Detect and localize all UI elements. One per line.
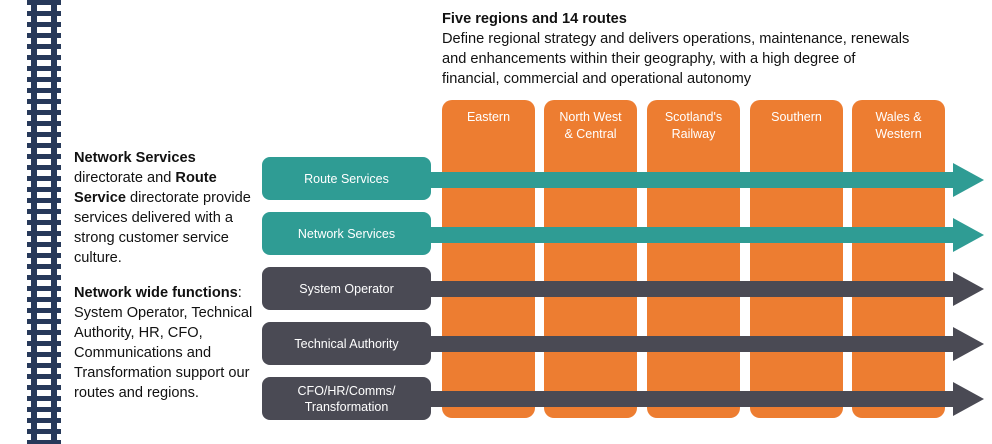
services-text-2: directorate provide services delivered w… [74,190,251,266]
region-eastern: Eastern [442,100,535,418]
region-southern: Southern [750,100,843,418]
region-label-line-1: Eastern [466,110,511,124]
region-label-line-1: Wales & [875,110,922,124]
services-bold-1: Network Services [74,150,196,166]
header-line-3: financial, commercial and operational au… [442,71,752,87]
header-line-1: Define regional strategy and delivers op… [442,31,910,47]
function-label-line-1: CFO/HR/Comms/ [297,383,396,398]
region-label-line-2: Railway [671,127,716,141]
arrow-technical-authority [420,327,984,361]
function-label-line-2: Transformation [304,399,389,414]
function-cfo-hr-comms-transformation: CFO/HR/Comms/ Transformation [262,377,431,420]
services-paragraph: Network Services directorate and Route S… [74,148,264,268]
functions-bold: Network wide functions [74,285,238,301]
function-route-services: Route Services [262,157,431,200]
header-line-2: and enhancements within their geography,… [442,51,856,67]
region-north-west-central: North West & Central [544,100,637,418]
functions-paragraph: Network wide functions: System Operator,… [74,283,264,403]
function-system-operator: System Operator [262,267,431,310]
arrow-network-services [420,218,984,252]
services-text-1: directorate and [74,170,176,186]
region-label-line-1: Southern [771,110,822,124]
arrow-system-operator [420,272,984,306]
function-label-line-1: Network Services [297,226,396,241]
railway-track-icon [27,0,61,444]
track-rail-right [51,0,57,444]
function-label-line-1: Route Services [304,171,389,186]
region-wales-western: Wales & Western [852,100,945,418]
functions-text: : System Operator, Technical Authority, … [74,285,253,401]
function-label-line-1: System Operator [299,281,394,296]
track-rail-left [31,0,37,444]
arrow-cfo-hr-comms [420,382,984,416]
arrow-route-services [420,163,984,197]
region-label-line-2: & Central [564,127,617,141]
function-network-services: Network Services [262,212,431,255]
region-label-line-1: Scotland's [664,110,723,124]
services-bold-2: Route Service [74,170,217,206]
function-technical-authority: Technical Authority [262,322,431,365]
header-title: Five regions and 14 routes [442,11,627,27]
region-label-line-1: North West [559,110,622,124]
function-label-line-1: Technical Authority [294,336,399,351]
region-label-line-2: Western [875,127,922,141]
regions-header: Five regions and 14 routes Define region… [442,9,982,89]
left-description: Network Services directorate and Route S… [74,148,264,403]
region-scotlands-railway: Scotland's Railway [647,100,740,418]
